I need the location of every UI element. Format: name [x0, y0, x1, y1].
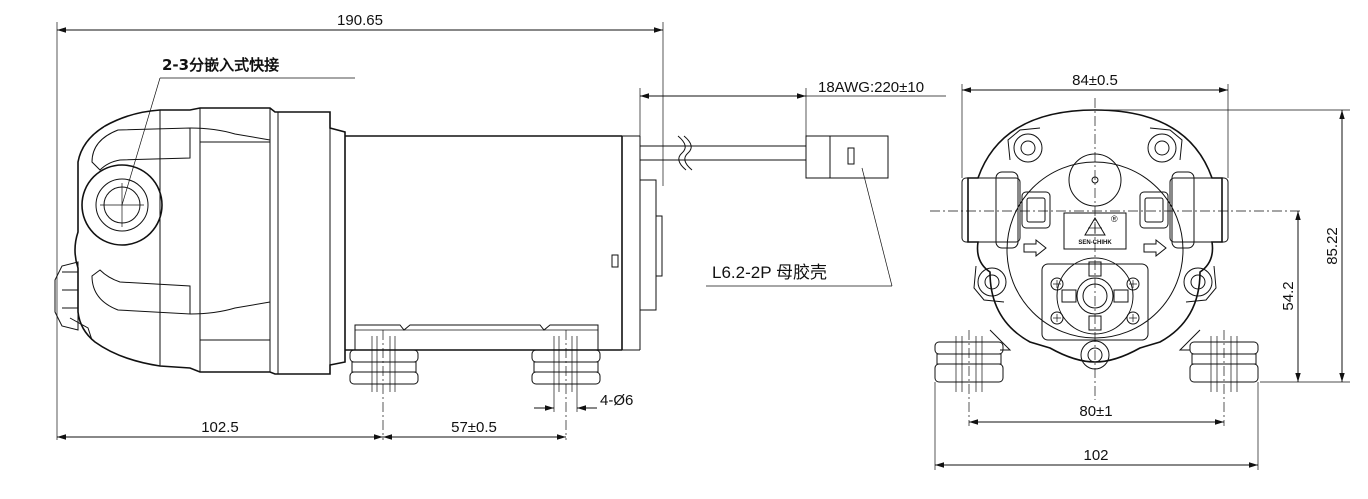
front-dimensions: 84±0.5 85.22 54.2 80±1 102: [934, 72, 1350, 470]
corner-boss-br: [1183, 265, 1217, 303]
flow-arrow-right: [1143, 238, 1167, 258]
dim-mount-spacing: 57±0.5: [451, 419, 497, 436]
front-view: SEN-CHIHK ®: [930, 98, 1300, 426]
dim-overall-length: 190.65: [337, 12, 383, 29]
registered-mark: ®: [1111, 214, 1118, 224]
dim-base-width: 102: [1083, 447, 1108, 464]
side-dimensions: 190.65 2-3分嵌入式快接 18AWG:220±10 L6.2-2P 母胶…: [56, 12, 946, 440]
dim-wire-spec: 18AWG:220±10: [818, 79, 924, 96]
side-view: [54, 107, 889, 440]
dim-base-height: 85.22: [1324, 227, 1341, 265]
dim-hole-spacing: 80±1: [1079, 403, 1112, 420]
connector-housing: [805, 135, 889, 179]
front-foot-left: [934, 329, 1012, 426]
corner-boss-tl: [1007, 127, 1043, 163]
power-cable: [640, 135, 806, 171]
front-foot-right: [1178, 329, 1259, 426]
rubber-foot-right: [531, 330, 601, 440]
dim-mount-holes: 4-Ø6: [600, 392, 633, 409]
flow-arrow-left: [1023, 238, 1047, 258]
inlet-fitting-label: 2-3分嵌入式快接: [162, 56, 279, 74]
motor-body: [345, 135, 663, 351]
dim-head-width: 84±0.5: [1072, 72, 1118, 89]
dim-center-height: 54.2: [1280, 281, 1297, 310]
corner-boss-tr: [1147, 127, 1183, 163]
connector-label: L6.2-2P 母胶壳: [712, 263, 827, 282]
dim-front-offset: 102.5: [201, 419, 239, 436]
rubber-foot-left: [349, 330, 419, 440]
pump-head: [54, 107, 346, 375]
corner-boss-bl: [973, 265, 1007, 303]
